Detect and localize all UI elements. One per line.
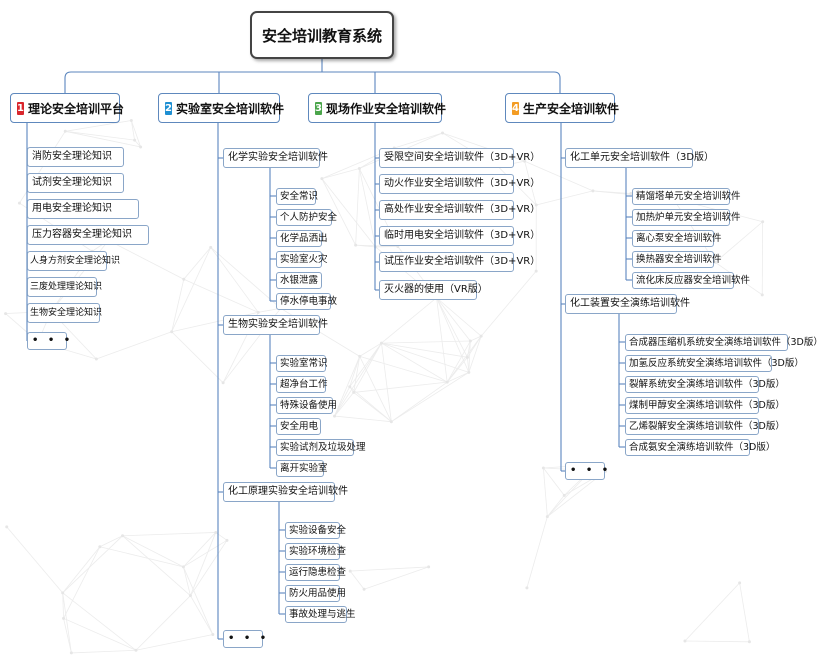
theory-item[interactable]: 人身方剂安全理论知识 bbox=[27, 251, 120, 271]
field-item[interactable]: 试压作业安全培训软件（3D+VR） bbox=[379, 252, 540, 272]
theory-item[interactable]: 生物安全理论知识 bbox=[27, 303, 102, 323]
lab-item[interactable]: 实验室常识 bbox=[276, 355, 328, 372]
lab-item[interactable]: 运行隐患检查 bbox=[285, 564, 346, 581]
theory-item[interactable]: 消防安全理论知识 bbox=[27, 147, 124, 167]
lab-sub-biology[interactable]: 生物实验安全培训软件 bbox=[223, 315, 328, 335]
lab-item[interactable]: 安全常识 bbox=[276, 188, 318, 205]
lab-item[interactable]: 实验室火灾 bbox=[276, 251, 328, 268]
theory-item[interactable]: 用电安全理论知识 bbox=[27, 199, 139, 219]
lab-item[interactable]: 化学品洒出 bbox=[276, 230, 328, 247]
lab-item[interactable]: 个人防护安全 bbox=[276, 209, 337, 226]
theory-more-button[interactable]: • • • bbox=[27, 332, 70, 350]
lab-more-button[interactable]: • • • bbox=[223, 630, 266, 648]
production-item[interactable]: 流化床反应器安全培训软件 bbox=[632, 272, 750, 289]
number-2-badge: 2 bbox=[165, 101, 172, 115]
theory-item[interactable]: 三废处理理论知识 bbox=[27, 277, 102, 297]
lab-item[interactable]: 实验试剂及垃圾处理 bbox=[276, 439, 366, 456]
production-item[interactable]: 乙烯裂解安全演练培训软件（3D版） bbox=[625, 418, 785, 435]
lab-item[interactable]: 停水停电事故 bbox=[276, 293, 337, 310]
category-label: 实验室安全培训软件 bbox=[175, 101, 284, 116]
production-item[interactable]: 裂解系统安全演练培训软件（3D版） bbox=[625, 376, 785, 393]
production-item[interactable]: 换热器安全培训软件 bbox=[632, 251, 722, 268]
lab-item[interactable]: 安全用电 bbox=[276, 418, 321, 435]
number-1-badge: 1 bbox=[17, 101, 24, 115]
lab-item[interactable]: 特殊设备使用 bbox=[276, 397, 337, 414]
field-item[interactable]: 灭火器的使用（VR版） bbox=[379, 280, 488, 300]
category-theory-platform[interactable]: 1 理论安全培训平台 bbox=[10, 93, 124, 123]
number-3-badge: 3 bbox=[315, 101, 322, 115]
field-item[interactable]: 受限空间安全培训软件（3D+VR） bbox=[379, 148, 540, 168]
category-label: 生产安全培训软件 bbox=[522, 101, 619, 116]
field-item[interactable]: 临时用电安全培训软件（3D+VR） bbox=[379, 226, 540, 246]
production-more-button[interactable]: • • • bbox=[565, 462, 608, 480]
theory-item[interactable]: 压力容器安全理论知识 bbox=[27, 225, 149, 245]
lab-item[interactable]: 超净台工作 bbox=[276, 376, 328, 393]
root-title: 安全培训教育系统 bbox=[250, 11, 394, 59]
production-item[interactable]: 离心泵安全培训软件 bbox=[632, 230, 722, 247]
theory-item[interactable]: 试剂安全理论知识 bbox=[27, 173, 124, 193]
production-item[interactable]: 加氢反应系统安全演练培训软件（3D版） bbox=[625, 355, 804, 372]
lab-sub-chemistry[interactable]: 化学实验安全培训软件 bbox=[223, 148, 328, 168]
production-item[interactable]: 精馏塔单元安全培训软件 bbox=[632, 188, 741, 205]
category-production-software[interactable]: 4 生产安全培训软件 bbox=[505, 93, 619, 123]
category-field-work-software[interactable]: 3 现场作业安全培训软件 bbox=[308, 93, 446, 123]
lab-item[interactable]: 水银泄露 bbox=[276, 272, 322, 289]
field-item[interactable]: 高处作业安全培训软件（3D+VR） bbox=[379, 200, 540, 220]
lab-item[interactable]: 实验环境检查 bbox=[285, 543, 346, 560]
category-label: 理论安全培训平台 bbox=[27, 101, 124, 116]
production-sub-chemical-plant[interactable]: 化工装置安全演练培训软件 bbox=[565, 294, 690, 314]
lab-item[interactable]: 防火用品使用 bbox=[285, 585, 346, 602]
lab-item[interactable]: 实验设备安全 bbox=[285, 522, 346, 539]
production-item[interactable]: 加热炉单元安全培训软件 bbox=[632, 209, 741, 226]
production-item[interactable]: 合成氨安全演练培训软件（3D版） bbox=[625, 439, 775, 456]
field-item[interactable]: 动火作业安全培训软件（3D+VR） bbox=[379, 174, 540, 194]
category-label: 现场作业安全培训软件 bbox=[325, 101, 446, 116]
production-item[interactable]: 合成器压缩机系统安全演练培训软件（3D版） bbox=[625, 334, 823, 351]
production-item[interactable]: 煤制甲醇安全演练培训软件（3D版） bbox=[625, 397, 785, 414]
lab-item[interactable]: 离开实验室 bbox=[276, 460, 328, 477]
category-lab-software[interactable]: 2 实验室安全培训软件 bbox=[158, 93, 284, 123]
number-4-badge: 4 bbox=[512, 101, 519, 115]
lab-item[interactable]: 事故处理与逃生 bbox=[285, 606, 356, 623]
production-sub-chemical-unit[interactable]: 化工单元安全培训软件（3D版） bbox=[565, 148, 714, 168]
lab-sub-chemical-principles[interactable]: 化工原理实验安全培训软件 bbox=[223, 482, 348, 502]
